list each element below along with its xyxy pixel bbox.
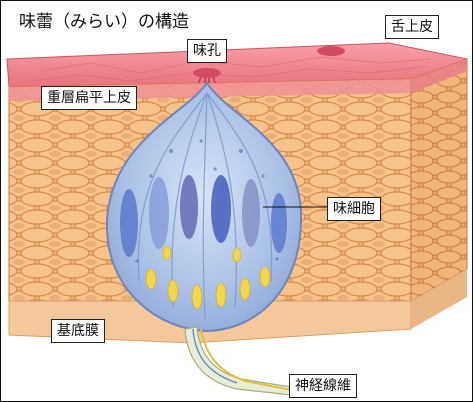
label-nerve-fiber: 神経線維 xyxy=(289,374,357,398)
label-tongue-epithelium: 舌上皮 xyxy=(385,15,439,39)
label-taste-pore: 味孔 xyxy=(187,39,227,63)
label-taste-cell: 味細胞 xyxy=(327,197,381,221)
label-basement-membrane: 基底膜 xyxy=(51,319,105,343)
diagram-title: 味蕾（みらい）の構造 xyxy=(19,7,189,32)
epithelium-side xyxy=(411,59,467,301)
label-stratified-squamous-epithelium: 重層扁平上皮 xyxy=(41,86,137,110)
